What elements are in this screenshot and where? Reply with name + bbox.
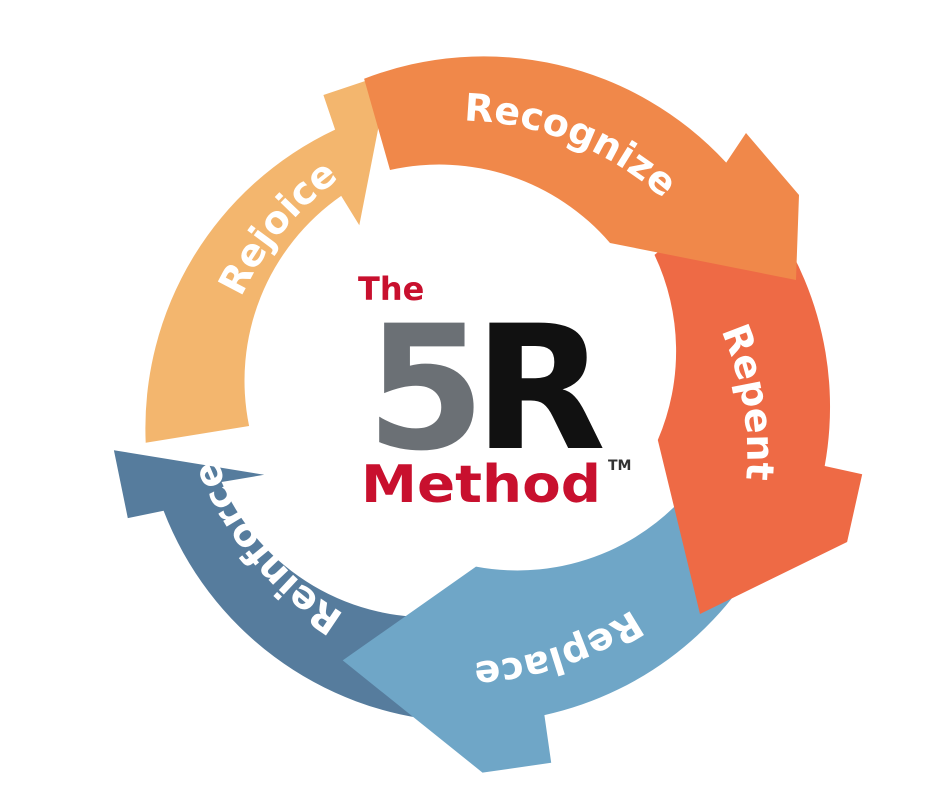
segment-recognize-arrow (364, 56, 799, 280)
logo-trademark: TM (608, 458, 631, 474)
segment-rejoice-arrow (145, 73, 390, 443)
segment-repent-arrow (654, 183, 863, 615)
logo-5: 5 (366, 288, 474, 489)
segment-replace-arrow (342, 476, 778, 773)
logo-r: R (474, 288, 603, 489)
logo-5r: 5R (366, 288, 603, 489)
center-logo: The 5R Method TM (358, 270, 631, 515)
logo-method: Method (361, 455, 601, 515)
logo-the: The (358, 270, 424, 308)
